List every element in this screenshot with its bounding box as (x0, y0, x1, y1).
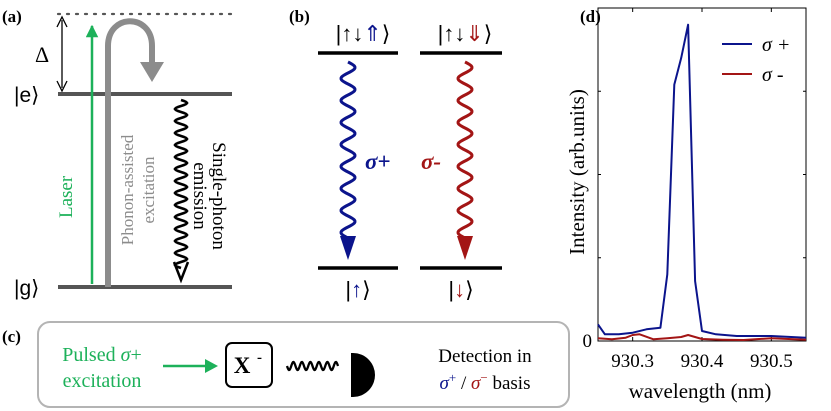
trion-charge: - (257, 350, 262, 366)
panel-a-label: (a) (2, 7, 22, 26)
phonon-label-line1: Phonon-assisted (118, 134, 137, 245)
panel-b: (b) |↑↓⇑⟩ |↑↓⇓⟩ σ+ σ- |↑⟩ |↓⟩ (289, 7, 502, 302)
x-tick-label: 930.5 (750, 351, 793, 372)
panel-d-label: (d) (580, 7, 601, 26)
legend-label-sigma-plus: σ + (762, 34, 790, 56)
x-tick-label: 930.3 (611, 351, 654, 372)
x-tick-label: 930.4 (681, 351, 724, 372)
delta-label: Δ (35, 42, 49, 67)
photon-wave (285, 360, 340, 372)
panel-c-label: (c) (2, 327, 21, 346)
sigma-plus-transition (339, 60, 357, 242)
plot-frame (597, 7, 807, 342)
sigma-minus-label: σ- (421, 149, 441, 174)
spectrum-chart: 930.3 930.4 930.5 0 σ + σ - (583, 7, 807, 372)
y-axis-label: Intensity (arb.units) (565, 89, 589, 255)
legend-label-sigma-minus: σ - (762, 64, 784, 86)
trion-label: X (234, 353, 251, 378)
excited-state-label: |e⟩ (14, 84, 39, 107)
detection-label-line2: σ+ / σ− basis (440, 370, 531, 394)
panel-d: (d) Intensity (arb.units) wavelength (nm… (565, 7, 807, 403)
emission-label-line2: emission (189, 162, 210, 230)
detector-icon (351, 353, 375, 397)
panel-a: (a) Δ |e⟩ |g⟩ Laser Phonon-assisted exci… (2, 7, 234, 300)
excited-state-down: |↑↓⇓⟩ (438, 21, 493, 46)
series-line-sigma-plus (597, 23, 807, 339)
sigma-plus-arrowhead (340, 236, 356, 260)
sigma-minus-arrowhead (457, 236, 473, 260)
sigma-minus-transition (456, 60, 474, 242)
phonon-arrowhead (140, 62, 164, 82)
ground-state-down: |↓⟩ (448, 277, 473, 302)
laser-label: Laser (56, 175, 77, 218)
panel-b-label: (b) (289, 7, 310, 26)
x-axis-label: wavelength (nm) (629, 379, 772, 403)
y-tick-label: 0 (583, 331, 593, 352)
pulsed-label-line2: excitation (63, 370, 142, 392)
panel-c: (c) Pulsed σ+ excitation X - Detection i… (2, 321, 570, 408)
ground-state-up: |↑⟩ (345, 277, 370, 302)
pulsed-label-line1: Pulsed σ+ (62, 344, 142, 366)
phonon-label-line2: excitation (139, 156, 158, 224)
series-line-sigma-minus (597, 333, 807, 341)
scheme-frame (37, 321, 570, 408)
detection-label-line1: Detection in (438, 346, 532, 367)
emission-label-line1: Single-photon (208, 142, 229, 250)
phonon-path (105, 18, 155, 287)
sigma-plus-label: σ+ (365, 149, 391, 174)
emission-arrowhead (172, 261, 190, 284)
ground-state-label: |g⟩ (14, 277, 39, 300)
trion-box (225, 342, 273, 388)
excited-state-up: |↑↓⇑⟩ (336, 21, 391, 46)
excitation-arrowhead (205, 359, 218, 373)
emission-wave (173, 98, 189, 270)
detuning-arrow (56, 15, 68, 93)
